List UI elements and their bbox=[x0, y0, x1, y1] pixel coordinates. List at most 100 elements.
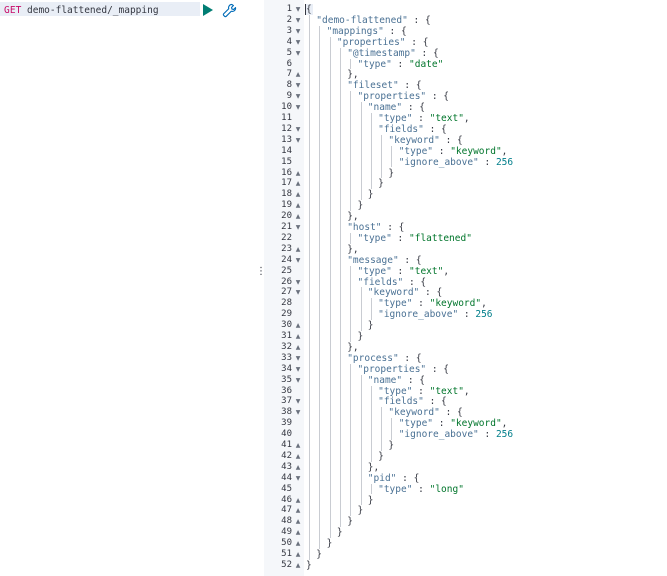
line-number: 22 bbox=[281, 232, 292, 243]
code-token: "type" bbox=[378, 113, 413, 124]
code-token: "pid" bbox=[367, 472, 397, 484]
fold-collapse-icon[interactable]: ▼ bbox=[295, 289, 301, 297]
code-token: , bbox=[481, 298, 487, 310]
code-token: "keyword" bbox=[388, 407, 440, 419]
indent-guide bbox=[329, 36, 331, 539]
code-line: 38▼"keyword" : { bbox=[264, 407, 667, 418]
fold-collapse-icon[interactable]: ▼ bbox=[295, 16, 301, 24]
fold-collapse-icon[interactable]: ▼ bbox=[295, 104, 301, 112]
code-line: 14"type" : "keyword", bbox=[264, 146, 667, 157]
code-token: : { bbox=[398, 80, 422, 92]
code-line: 15"ignore_above" : 256 bbox=[264, 157, 667, 168]
response-viewer[interactable]: 1▼{2▼"demo-flattened" : {3▼"mappings" : … bbox=[264, 0, 667, 576]
code-line: 8▼"fileset" : { bbox=[264, 80, 667, 91]
fold-collapse-icon[interactable]: ▼ bbox=[295, 136, 301, 144]
fold-collapse-icon[interactable]: ▼ bbox=[295, 278, 301, 286]
code-line: 42▲} bbox=[264, 451, 667, 462]
indent-guide bbox=[350, 58, 352, 70]
fold-end-icon: ▲ bbox=[295, 322, 301, 330]
request-method[interactable]: GET bbox=[4, 5, 22, 16]
line-number: 37 bbox=[281, 396, 292, 407]
code-token: "name" bbox=[367, 102, 403, 114]
request-editor[interactable]: GET demo-flattened/_mapping bbox=[0, 0, 252, 576]
code-token: , bbox=[463, 113, 470, 124]
fold-collapse-icon[interactable]: ▼ bbox=[295, 365, 301, 373]
line-number: 18 bbox=[281, 189, 292, 200]
code-token: "fileset" bbox=[347, 80, 399, 92]
code-line: 49▲} bbox=[264, 527, 667, 538]
indent-guide bbox=[360, 374, 362, 506]
code-token: "@timestamp" bbox=[347, 47, 416, 59]
fold-collapse-icon[interactable]: ▼ bbox=[295, 224, 301, 231]
fold-collapse-icon[interactable]: ▼ bbox=[295, 38, 301, 46]
code-text: "fields" : { bbox=[378, 396, 447, 407]
drag-handle-icon[interactable]: ⋮ bbox=[256, 266, 266, 277]
request-line[interactable]: GET demo-flattened/_mapping bbox=[0, 2, 200, 16]
code-token: "keyword" bbox=[367, 287, 420, 299]
line-number: 35 bbox=[281, 374, 292, 385]
fold-end-icon: ▲ bbox=[295, 71, 301, 79]
fold-collapse-icon[interactable]: ▼ bbox=[295, 49, 301, 57]
code-line: 9▼"properties" : { bbox=[264, 91, 667, 102]
code-line: 50▲} bbox=[264, 538, 667, 549]
fold-end-icon: ▲ bbox=[295, 529, 301, 537]
code-line: 19▲} bbox=[264, 200, 667, 211]
line-number: 45 bbox=[281, 483, 292, 494]
fold-collapse-icon[interactable]: ▼ bbox=[295, 474, 301, 482]
code-text: "ignore_above" : 256 bbox=[399, 429, 513, 440]
code-text: "mappings" : { bbox=[327, 26, 407, 37]
code-token: "type" bbox=[398, 418, 434, 430]
code-token: : { bbox=[405, 36, 429, 48]
line-number: 32 bbox=[281, 341, 292, 352]
fold-end-icon: ▲ bbox=[295, 496, 301, 504]
fold-collapse-icon[interactable]: ▼ bbox=[295, 125, 301, 133]
code-token: }, bbox=[347, 243, 359, 255]
code-token: : { bbox=[407, 14, 431, 26]
fold-collapse-icon[interactable]: ▼ bbox=[295, 27, 301, 35]
fold-collapse-icon[interactable]: ▼ bbox=[295, 398, 301, 406]
code-line: 30▲} bbox=[264, 320, 667, 331]
code-line: 32▲}, bbox=[264, 342, 667, 353]
code-line: 33▼"process" : { bbox=[264, 353, 667, 364]
fold-collapse-icon[interactable]: ▼ bbox=[295, 6, 301, 13]
code-text: } bbox=[358, 200, 364, 211]
code-line: 12▼"fields" : { bbox=[264, 124, 667, 135]
request-path[interactable]: demo-flattened/_mapping bbox=[27, 5, 159, 16]
code-line: 35▼"name" : { bbox=[264, 375, 667, 386]
fold-collapse-icon[interactable]: ▼ bbox=[295, 82, 301, 90]
line-number: 47 bbox=[281, 505, 292, 516]
line-number: 20 bbox=[281, 211, 292, 222]
code-token: } bbox=[347, 516, 353, 528]
wrench-icon[interactable] bbox=[222, 3, 237, 18]
code-token: : { bbox=[439, 407, 463, 419]
code-token: : { bbox=[419, 287, 443, 299]
code-line: 10▼"name" : { bbox=[264, 102, 667, 113]
play-icon[interactable] bbox=[202, 4, 214, 16]
line-number: 7 bbox=[286, 69, 292, 80]
code-line: 3▼ "mappings" : { bbox=[264, 26, 667, 37]
code-text: "message" : { bbox=[347, 255, 421, 266]
response-code-area[interactable] bbox=[304, 0, 667, 576]
code-token: "process" bbox=[347, 352, 399, 364]
line-number: 26 bbox=[281, 276, 292, 287]
fold-collapse-icon[interactable]: ▼ bbox=[295, 354, 301, 362]
code-token: : { bbox=[423, 396, 447, 408]
code-token: : bbox=[433, 145, 451, 157]
line-number: 1 bbox=[286, 4, 292, 14]
code-token: "demo-flattened" bbox=[316, 14, 408, 26]
code-text: "fields" : { bbox=[358, 277, 427, 288]
code-token: "keyword" bbox=[450, 418, 502, 430]
fold-collapse-icon[interactable]: ▼ bbox=[295, 409, 301, 417]
fold-collapse-icon[interactable]: ▼ bbox=[295, 256, 301, 264]
code-line: 16▲} bbox=[264, 168, 667, 179]
line-number: 3 bbox=[286, 25, 292, 36]
fold-collapse-icon[interactable]: ▼ bbox=[295, 93, 301, 101]
code-token: 256 bbox=[495, 156, 514, 168]
code-token: "type" bbox=[357, 58, 392, 70]
line-number: 17 bbox=[281, 178, 292, 189]
fold-collapse-icon[interactable]: ▼ bbox=[295, 376, 301, 384]
code-text: "name" : { bbox=[368, 102, 425, 113]
panel-resizer[interactable]: ⋮ bbox=[252, 0, 266, 576]
code-text: "pid" : { bbox=[368, 473, 420, 484]
code-token: "properties" bbox=[357, 91, 427, 103]
